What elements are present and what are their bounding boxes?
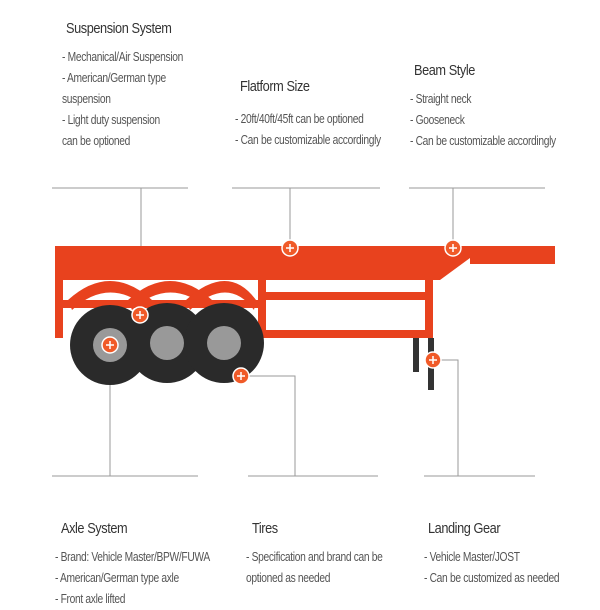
axle-system-block: Axle System - Brand: Vehicle Master/BPW/…	[55, 520, 244, 610]
feature-line: - American/German type	[62, 71, 166, 85]
feature-line: - Specification and brand can be	[246, 550, 383, 564]
plus-markers	[101, 239, 462, 385]
plus-marker-icon	[444, 239, 462, 257]
tires-block: Tires - Specification and brand can be o…	[246, 520, 413, 589]
feature-line: - American/German type axle	[55, 571, 179, 585]
suspension-system-block: Suspension System - Mechanical/Air Suspe…	[62, 20, 210, 152]
feature-line: - Gooseneck	[410, 113, 465, 127]
feature-title: Flatform Size	[240, 78, 310, 95]
feature-line: suspension	[62, 92, 111, 106]
plus-marker-icon	[232, 367, 250, 385]
feature-title: Tires	[252, 520, 278, 537]
feature-line: - Vehicle Master/JOST	[424, 550, 520, 564]
feature-line: - Brand: Vehicle Master/BPW/FUWA	[55, 550, 210, 564]
feature-line: - Can be customizable accordingly	[235, 133, 381, 147]
feature-line: - Light duty suspension	[62, 113, 160, 127]
feature-line: - 20ft/40ft/45ft can be optioned	[235, 112, 364, 126]
platform-size-block: Flatform Size - 20ft/40ft/45ft can be op…	[235, 78, 413, 151]
beam-style-block: Beam Style - Straight neck - Gooseneck -…	[410, 62, 588, 152]
feature-line: - Can be customizable accordingly	[410, 134, 556, 148]
feature-line: - Can be customized as needed	[424, 571, 560, 585]
feature-line: - Straight neck	[410, 92, 472, 106]
feature-line: optioned as needed	[246, 571, 331, 585]
plus-marker-icon	[101, 336, 119, 354]
landing-gear-block: Landing Gear - Vehicle Master/JOST - Can…	[424, 520, 589, 589]
plus-marker-icon	[131, 306, 149, 324]
feature-title: Beam Style	[414, 62, 475, 79]
feature-line: can be optioned	[62, 134, 131, 148]
trailer	[55, 246, 555, 338]
feature-title: Landing Gear	[428, 520, 501, 537]
feature-title: Suspension System	[66, 20, 172, 37]
feature-title: Axle System	[61, 520, 128, 537]
feature-line: - Mechanical/Air Suspension	[62, 50, 184, 64]
plus-marker-icon	[424, 351, 442, 369]
plus-marker-icon	[281, 239, 299, 257]
